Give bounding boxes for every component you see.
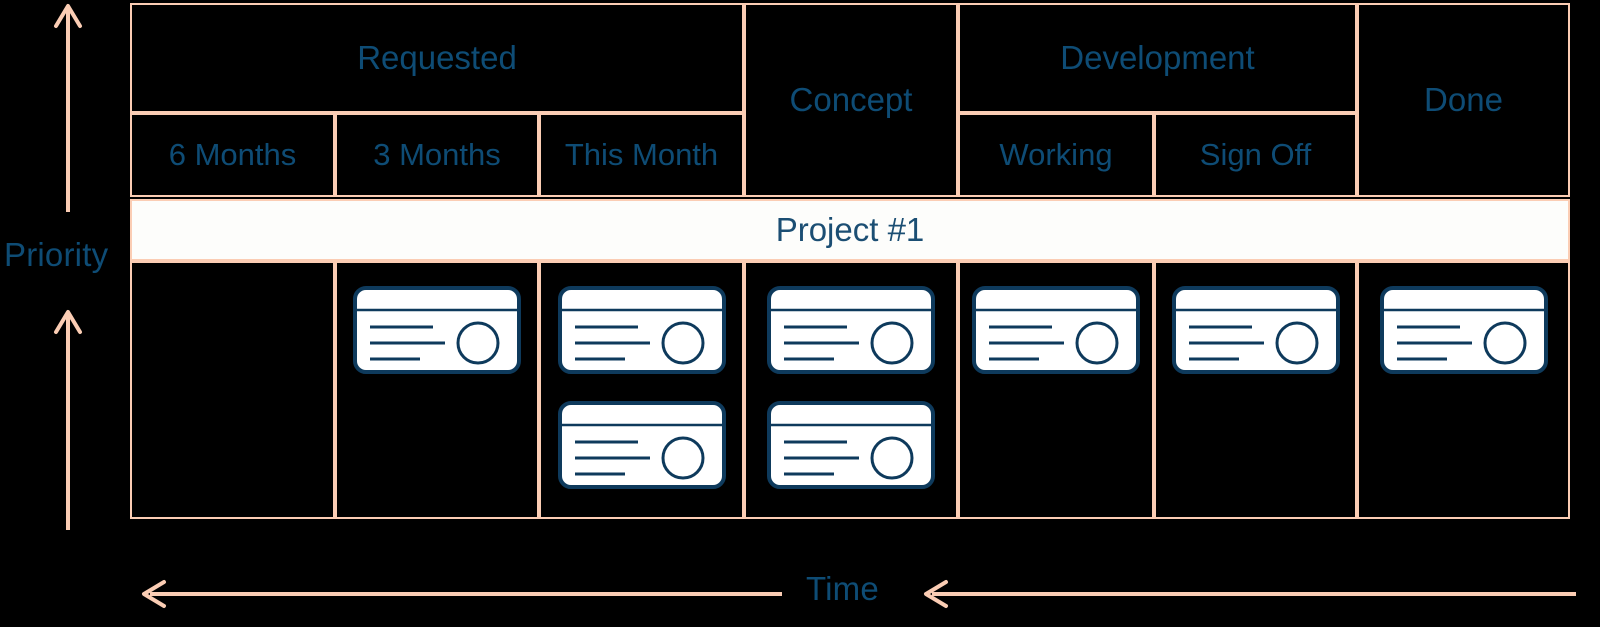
subheader-3-months[interactable]: 3 Months bbox=[335, 113, 539, 197]
task-card[interactable] bbox=[1171, 285, 1341, 375]
column-body-this-month[interactable] bbox=[539, 261, 744, 519]
time-arrow-left-first bbox=[142, 580, 782, 608]
time-axis-label: Time bbox=[806, 570, 879, 607]
subheader-sign-off-label: Sign Off bbox=[1199, 137, 1312, 172]
column-body-6-months[interactable] bbox=[130, 261, 335, 519]
priority-axis-label: Priority bbox=[4, 236, 109, 273]
priority-arrow-up-bottom bbox=[54, 310, 82, 530]
time-arrow-left-second bbox=[924, 580, 1576, 608]
group-header-done-label: Done bbox=[1424, 81, 1503, 118]
column-body-working[interactable] bbox=[958, 261, 1154, 519]
column-body-sign-off[interactable] bbox=[1154, 261, 1357, 519]
subheader-working-label: Working bbox=[999, 137, 1113, 172]
subheader-working[interactable]: Working bbox=[958, 113, 1154, 197]
priority-arrow-up-top bbox=[54, 4, 82, 212]
subheader-sign-off[interactable]: Sign Off bbox=[1154, 113, 1357, 197]
task-card[interactable] bbox=[766, 285, 936, 375]
subheader-6-months[interactable]: 6 Months bbox=[130, 113, 335, 197]
group-header-development-label: Development bbox=[1060, 39, 1255, 76]
task-card[interactable] bbox=[352, 285, 522, 375]
subheader-this-month[interactable]: This Month bbox=[539, 113, 744, 197]
group-header-requested-label: Requested bbox=[357, 39, 517, 76]
subheader-this-month-label: This Month bbox=[564, 137, 719, 172]
group-header-concept[interactable]: Concept bbox=[744, 3, 958, 197]
column-body-3-months[interactable] bbox=[335, 261, 539, 519]
task-card[interactable] bbox=[557, 285, 727, 375]
swimlane-label: Project #1 bbox=[775, 211, 925, 248]
subheader-6-months-label: 6 Months bbox=[168, 137, 297, 172]
task-card[interactable] bbox=[1379, 285, 1549, 375]
group-header-development[interactable]: Development bbox=[958, 3, 1357, 113]
column-body-done[interactable] bbox=[1357, 261, 1570, 519]
kanban-board: Requested Concept Development Done 6 Mon… bbox=[130, 3, 1570, 519]
swimlane-project-1[interactable]: Project #1 bbox=[130, 199, 1570, 261]
column-body-concept[interactable] bbox=[744, 261, 958, 519]
subheader-3-months-label: 3 Months bbox=[373, 137, 501, 172]
group-header-requested[interactable]: Requested bbox=[130, 3, 744, 113]
task-card[interactable] bbox=[971, 285, 1141, 375]
task-card[interactable] bbox=[557, 400, 727, 490]
group-header-done[interactable]: Done bbox=[1357, 3, 1570, 197]
group-header-concept-label: Concept bbox=[789, 81, 913, 118]
task-card[interactable] bbox=[766, 400, 936, 490]
